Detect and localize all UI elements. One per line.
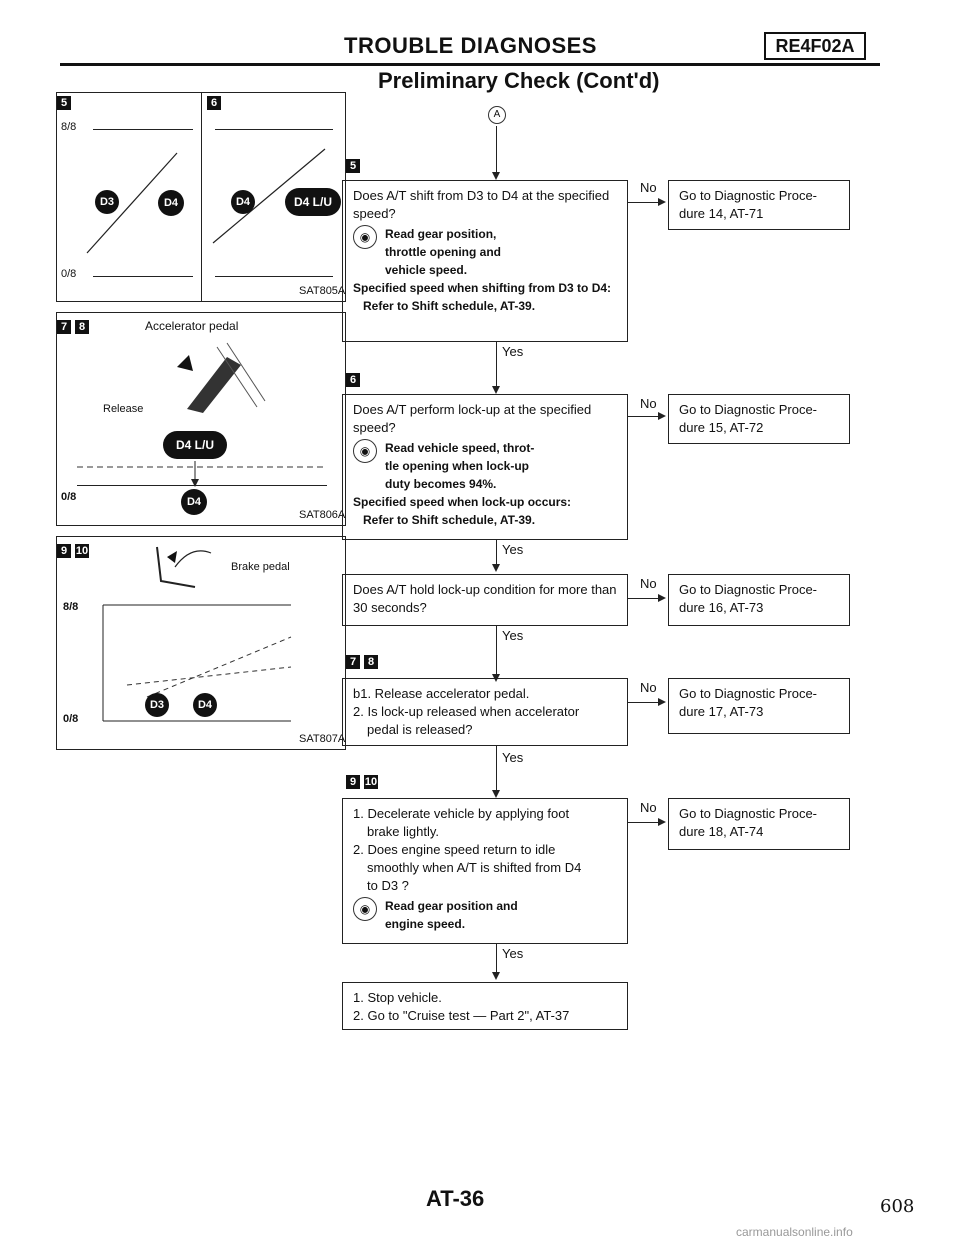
- figure-ref: SAT807A: [299, 733, 346, 745]
- step-tag: 6: [346, 370, 364, 388]
- step-question: Does A/T hold lock-up condition for more…: [353, 582, 617, 615]
- page-code: AT-36: [426, 1186, 485, 1211]
- decel-diagram-lines: [102, 604, 292, 722]
- gauge-icon: ◉: [353, 897, 377, 921]
- no-label: No: [640, 396, 657, 411]
- figure-tag-5: 5: [57, 93, 75, 111]
- final-step-box: 1. Stop vehicle. 2. Go to "Cruise test —…: [342, 982, 628, 1030]
- step-4-no-action: Go to Diagnostic Proce- dure 17, AT-73: [668, 678, 850, 734]
- gear-d4-badge: D4: [181, 489, 207, 515]
- figure-caption: Brake pedal: [231, 561, 290, 573]
- step-3-box: Does A/T hold lock-up condition for more…: [342, 574, 628, 626]
- figure-ref: SAT806A: [299, 509, 346, 521]
- gauge-icon: ◉: [353, 439, 377, 463]
- step-2-no-action: Go to Diagnostic Proce- dure 15, AT-72: [668, 394, 850, 444]
- brake-pedal-icon: [156, 546, 212, 588]
- gear-d4-lu-badge: D4 L/U: [285, 188, 341, 216]
- step-3-no-action: Go to Diagnostic Proce- dure 16, AT-73: [668, 574, 850, 626]
- step-2-box: Does A/T perform lock-up at the specifie…: [342, 394, 628, 540]
- no-label: No: [640, 680, 657, 695]
- model-code-badge: RE4F02A: [764, 32, 866, 60]
- shift-diagram-lines: [86, 148, 326, 254]
- yes-label: Yes: [502, 628, 524, 643]
- page-subtitle: Preliminary Check (Cont'd): [378, 68, 660, 93]
- figure-ref: SAT805A: [299, 285, 346, 297]
- gauge-icon: ◉: [353, 225, 377, 249]
- figure-tag-6: 6: [207, 93, 225, 111]
- yes-label: Yes: [502, 344, 524, 359]
- gear-d4-badge: D4: [158, 190, 184, 216]
- figure-shift-speed: 5 6 8/8 0/8 D3 D4 D4 D4 L/U SAT805A: [56, 92, 346, 302]
- start-marker: A: [488, 106, 514, 124]
- page-title: TROUBLE DIAGNOSES: [344, 33, 597, 58]
- step-tag: 5: [346, 156, 364, 174]
- y-label-top: 8/8: [63, 601, 79, 613]
- y-label-bottom: 0/8: [61, 491, 77, 503]
- step-5-box: 1. Decelerate vehicle by applying foot b…: [342, 798, 628, 944]
- yes-label: Yes: [502, 750, 524, 765]
- step-question: Does A/T perform lock-up at the specifie…: [353, 402, 592, 435]
- gear-d4-badge: D4: [193, 693, 217, 717]
- step-1-box: Does A/T shift from D3 to D4 at the spec…: [342, 180, 628, 342]
- step-5-no-action: Go to Diagnostic Proce- dure 18, AT-74: [668, 798, 850, 850]
- accelerator-pedal-icon: [177, 342, 266, 413]
- gear-d3-badge: D3: [95, 190, 119, 214]
- step-1-no-action: Go to Diagnostic Proce- dure 14, AT-71: [668, 180, 850, 230]
- watermark-site: carmanualsonline.info: [736, 1225, 853, 1239]
- page-number: 608: [880, 1196, 915, 1217]
- y-label-bottom: 0/8: [61, 268, 77, 280]
- step-4-box: b1. Release accelerator pedal. 2. Is loc…: [342, 678, 628, 746]
- no-label: No: [640, 180, 657, 195]
- figure-caption: Accelerator pedal: [145, 319, 239, 333]
- header-rule: [60, 63, 880, 66]
- no-label: No: [640, 800, 657, 815]
- gear-d3-badge: D3: [145, 693, 169, 717]
- y-label-bottom: 0/8: [63, 713, 79, 725]
- yes-label: Yes: [502, 946, 524, 961]
- gear-d4-badge: D4: [231, 190, 255, 214]
- step-question: Does A/T shift from D3 to D4 at the spec…: [353, 188, 610, 221]
- y-label-top: 8/8: [61, 121, 77, 133]
- gear-d4-lu-badge: D4 L/U: [163, 431, 227, 459]
- yes-label: Yes: [502, 542, 524, 557]
- no-label: No: [640, 576, 657, 591]
- release-label: Release: [103, 403, 144, 415]
